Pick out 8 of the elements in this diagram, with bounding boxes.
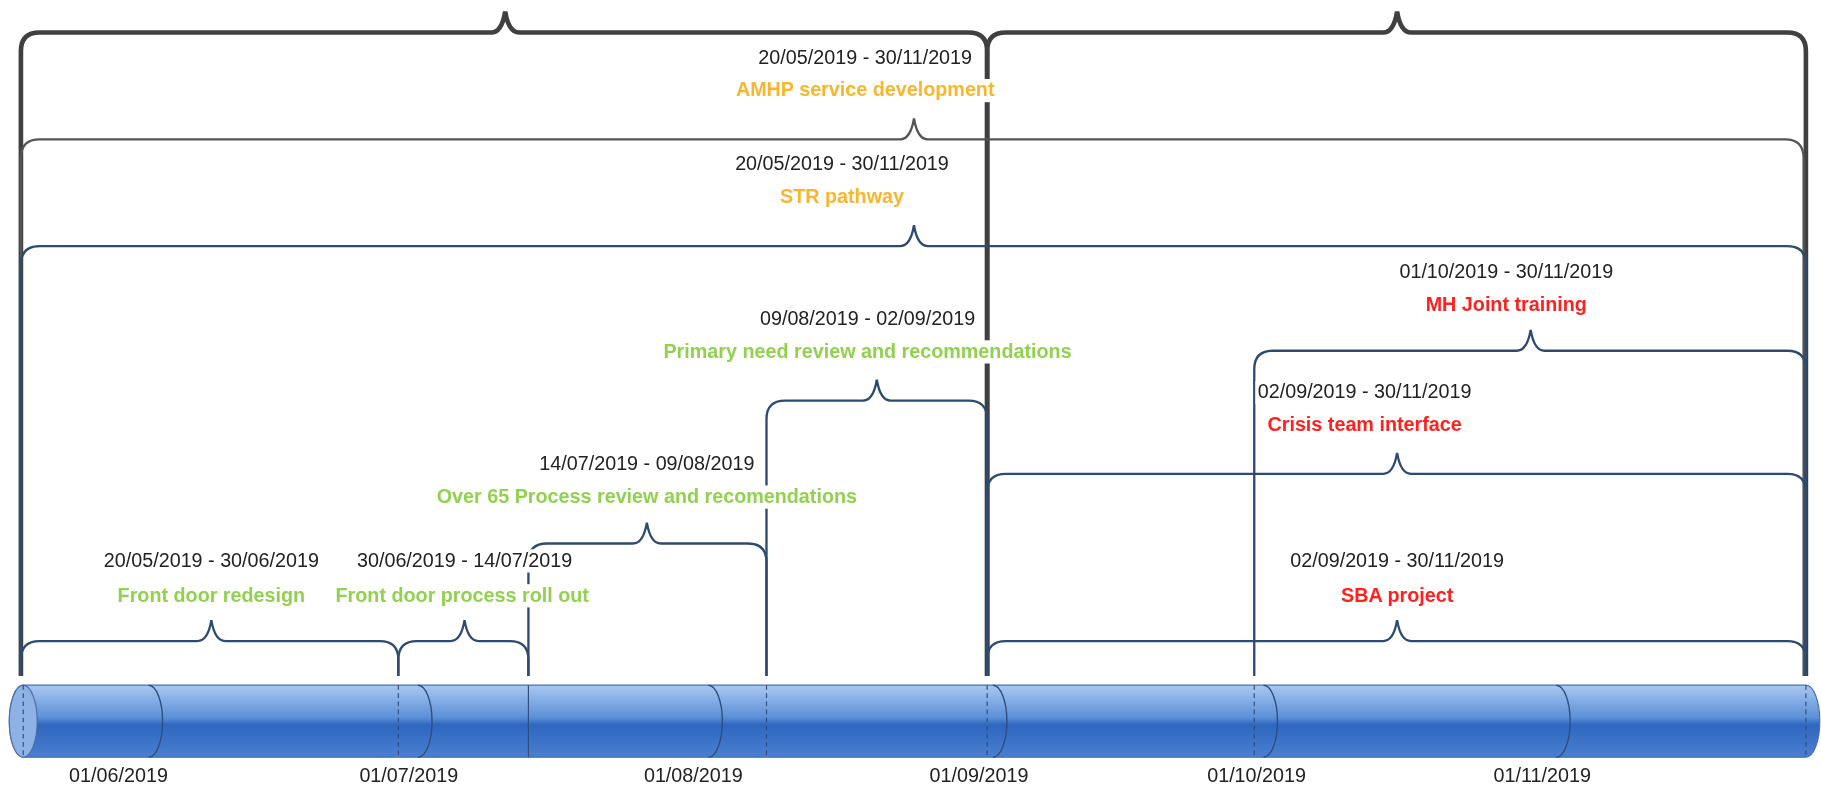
phase-name: AMHP service development — [733, 78, 997, 103]
date-range: 02/09/2019 - 30/11/2019 — [1255, 380, 1474, 405]
phase-name: STR pathway — [777, 185, 907, 210]
phase-name: Over 65 Process review and recomendations — [434, 485, 860, 509]
phase-name: SBA project — [1338, 584, 1456, 608]
phase-name: Primary need review and recommendations — [661, 340, 1074, 364]
phase-name: Front door process roll out — [333, 584, 592, 608]
date-range: 30/06/2019 - 14/07/2019 — [354, 549, 575, 573]
